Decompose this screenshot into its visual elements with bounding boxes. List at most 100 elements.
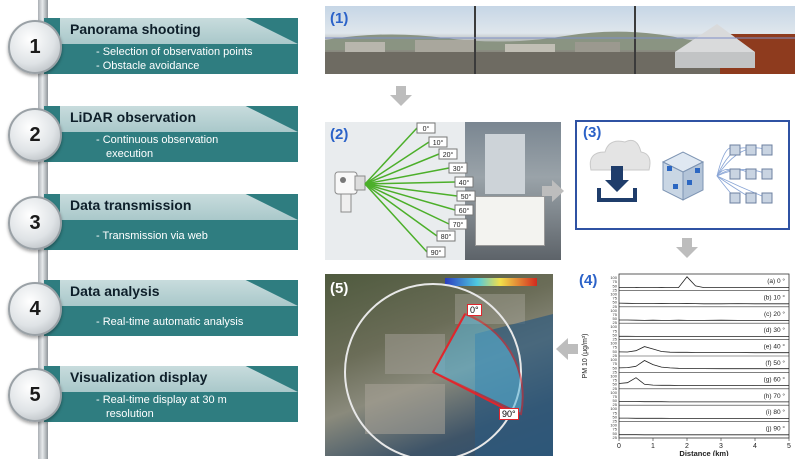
subplot-label: (e) 40 °: [764, 343, 786, 351]
y-tick-label: 50: [613, 300, 618, 305]
step-1: Panorama shooting- Selection of observat…: [0, 10, 300, 74]
subplot-label: (h) 70 °: [764, 392, 786, 400]
lidar-angle-box: [436, 230, 456, 242]
y-tick-label: 75: [613, 279, 618, 284]
subplot-label: (j) 90 °: [766, 425, 786, 433]
y-axis-label: PM 10 (μg/m³): [582, 334, 589, 379]
arrow-down-1: [390, 86, 412, 106]
lidar-angle-label: 10°: [433, 139, 444, 147]
y-tick-label: 100: [610, 341, 617, 346]
arrow-left-4: [556, 338, 578, 360]
series-line: [618, 346, 789, 354]
y-tick-label: 50: [613, 365, 618, 370]
lidar-angle-label: 0°: [423, 125, 430, 133]
network-node: [745, 192, 757, 204]
y-tick-label: 75: [613, 296, 618, 301]
map-end-angle: 90°: [499, 408, 519, 420]
y-tick-label: 25: [613, 320, 618, 325]
lidar-beams-svg: 0°10°20°30°40°50°60°70°80°90°: [334, 122, 476, 258]
y-tick-label: 50: [613, 316, 618, 321]
arrow-down-3: [676, 238, 698, 258]
lidar-beam: [364, 141, 430, 185]
panel-1-label: (1): [330, 10, 349, 27]
lidar-angle-box: [416, 122, 436, 134]
y-tick-label: 50: [613, 332, 618, 337]
lidar-beam: [364, 183, 450, 225]
map-start-angle: 0°: [467, 304, 482, 316]
subplot-label: (g) 60 °: [764, 375, 786, 383]
lidar-beam: [364, 153, 440, 185]
lidar-angle-box: [448, 218, 468, 230]
lidar-angle-box: [456, 190, 476, 202]
series-line: [618, 360, 789, 370]
panel-5-label: (5): [330, 280, 349, 297]
x-tick-label: 5: [787, 443, 791, 450]
step-2: LiDAR observation - Continuous observatio…: [0, 98, 300, 162]
y-tick-label: 25: [613, 337, 618, 342]
step-number-badge: 2: [8, 108, 62, 162]
lidar-beam: [364, 183, 456, 211]
lidar-angle-label: 20°: [443, 151, 454, 159]
x-axis-label: Distance (km): [679, 449, 729, 456]
lidar-beam: [364, 183, 438, 237]
network-node: [729, 192, 741, 204]
lidar-angle-label: 40°: [459, 179, 470, 187]
y-tick-label: 50: [613, 283, 618, 288]
lidar-beam: [364, 167, 450, 185]
y-tick-label: 100: [610, 275, 617, 280]
step-description-line: - Selection of observation points: [96, 46, 253, 58]
y-tick-label: 25: [613, 353, 618, 358]
lidar-beam: [364, 183, 428, 253]
step-5: Visualization display- Real-time display…: [0, 358, 300, 422]
visualization-map: 0° 90°: [325, 274, 553, 456]
step-number-badge: 3: [8, 196, 62, 250]
step-title: LiDAR observation: [70, 109, 197, 125]
series-line: [618, 302, 789, 305]
series-line: [618, 377, 789, 386]
y-tick-label: 75: [613, 345, 618, 350]
y-tick-label: 50: [613, 382, 618, 387]
step-description-line: - Continuous observation: [96, 134, 219, 146]
step-number: 3: [29, 212, 41, 234]
cloud-download-icon: [589, 139, 651, 202]
step-number: 4: [29, 298, 41, 320]
subplot-label: (c) 20 °: [764, 310, 785, 318]
y-tick-label: 100: [610, 390, 617, 395]
y-tick-label: 50: [613, 398, 618, 403]
network-node: [745, 144, 757, 156]
y-tick-label: 50: [613, 349, 618, 354]
y-tick-label: 75: [613, 361, 618, 366]
network-node: [761, 168, 773, 180]
step-description-line: - Real-time automatic analysis: [96, 316, 244, 328]
lidar-angle-label: 60°: [459, 207, 470, 215]
network-node: [745, 168, 757, 180]
network-node: [729, 168, 741, 180]
subplot-label: (d) 30 °: [764, 326, 786, 334]
panel-4-label: (4): [579, 272, 598, 289]
step-description-line: - Transmission via web: [96, 230, 208, 242]
step-number: 5: [29, 384, 41, 406]
y-tick-label: 75: [613, 312, 618, 317]
x-tick-label: 3: [719, 443, 723, 450]
network-link: [716, 175, 768, 199]
panorama-photo: [325, 6, 795, 74]
cloud-server-network-svg: [589, 139, 773, 204]
step-description-line: resolution: [106, 408, 154, 420]
lidar-angle-label: 90°: [431, 249, 442, 257]
series-line: [619, 400, 789, 403]
step-title: Data analysis: [70, 283, 160, 299]
step-4: Data analysis - Real-time automatic analy…: [0, 272, 300, 336]
y-tick-label: 100: [610, 291, 617, 296]
x-tick-label: 2: [685, 443, 689, 450]
lidar-beam: [364, 127, 418, 185]
lidar-beam: [364, 183, 458, 197]
network-node: [761, 192, 773, 204]
lidar-beam: [364, 181, 456, 185]
step-number-badge: 5: [8, 368, 62, 422]
lidar-angle-label: 70°: [453, 221, 464, 229]
panel-2-label: (2): [330, 126, 349, 143]
step-number: 1: [29, 36, 41, 58]
panorama-scene: [325, 6, 795, 74]
